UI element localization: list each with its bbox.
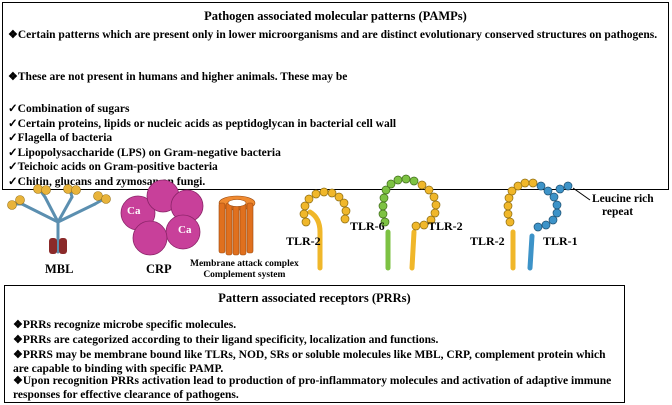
check-icon: ✓ <box>8 175 18 188</box>
prr-title: Pattern associated receptors (PRRs) <box>218 291 411 305</box>
leucine-rich-repeat-label: Leucine rich repeat <box>592 193 654 218</box>
pamp-list-item: ✓Lipopolysaccharide (LPS) on Gram-negati… <box>8 146 281 159</box>
tlr6-label: TLR-6 <box>350 219 385 233</box>
tlr2-receptor-icon <box>299 187 351 271</box>
pamp-title: Pathogen associated molecular patterns (… <box>204 9 467 23</box>
diamond-bullet-icon: ❖ <box>8 29 18 41</box>
mbl-carbohydrate-nodes <box>7 184 111 210</box>
pamp-list-item: ✓Teichoic acids on Gram-positive bacteri… <box>8 161 218 173</box>
mbl-label: MBL <box>45 262 74 276</box>
pamp-box: Pathogen associated molecular patterns (… <box>2 2 669 190</box>
tlr2-label: TLR-2 <box>286 234 321 248</box>
check-icon: ✓ <box>8 117 18 130</box>
pamp-list-item: ✓Flagella of bacteria <box>8 132 113 144</box>
tlr2-tlr1-dimer-icon <box>503 178 591 271</box>
mbl-icon <box>12 188 104 254</box>
prr-list-item: ❖PRRs are categorized according to their… <box>13 334 439 346</box>
ca-label: Ca <box>178 224 192 236</box>
check-icon: ✓ <box>8 146 18 159</box>
diamond-bullet-icon: ❖ <box>8 71 18 83</box>
leucine-pointer-line <box>572 187 591 201</box>
prr-list-item: ❖Upon recognition PRRs activation lead t… <box>13 375 612 401</box>
check-icon: ✓ <box>8 132 18 144</box>
tlr1-label: TLR-1 <box>543 234 578 248</box>
ca-label: Ca <box>127 205 141 217</box>
check-icon: ✓ <box>8 161 18 173</box>
diamond-bullet-icon: ❖ <box>13 375 23 387</box>
pamp-intro: ❖Certain patterns which are present only… <box>8 29 658 41</box>
mbl-base-icon <box>49 238 67 254</box>
mac-label: Membrane attack complex Complement syste… <box>190 259 299 280</box>
membrane-attack-complex-icon <box>218 195 256 256</box>
receptor-illustrations <box>7 174 591 271</box>
crp-pentamer-icon <box>120 179 204 256</box>
tlr2-label: TLR-2 <box>470 234 505 248</box>
pamp-not-present: ❖These are not present in humans and hig… <box>8 71 348 83</box>
tlr2-label: TLR-2 <box>428 219 463 233</box>
prr-list-item: ❖PRRs recognize microbe specific molecul… <box>13 319 237 331</box>
tlr6-tlr2-dimer-icon <box>378 174 441 271</box>
crp-label: CRP <box>146 262 172 276</box>
diamond-bullet-icon: ❖ <box>13 319 23 331</box>
prr-list-item: ❖PRRS may be membrane bound like TLRs, N… <box>13 349 606 375</box>
diamond-bullet-icon: ❖ <box>13 349 23 361</box>
crp-calcium-dot <box>160 213 166 219</box>
check-icon: ✓ <box>8 103 18 115</box>
diamond-bullet-icon: ❖ <box>13 334 23 346</box>
pamp-list-item: ✓Combination of sugars <box>8 103 130 115</box>
prr-box: Pattern associated receptors (PRRs) ❖PRR… <box>4 285 625 403</box>
pamp-list-item: ✓Certain proteins, lipids or nucleic aci… <box>8 117 397 130</box>
